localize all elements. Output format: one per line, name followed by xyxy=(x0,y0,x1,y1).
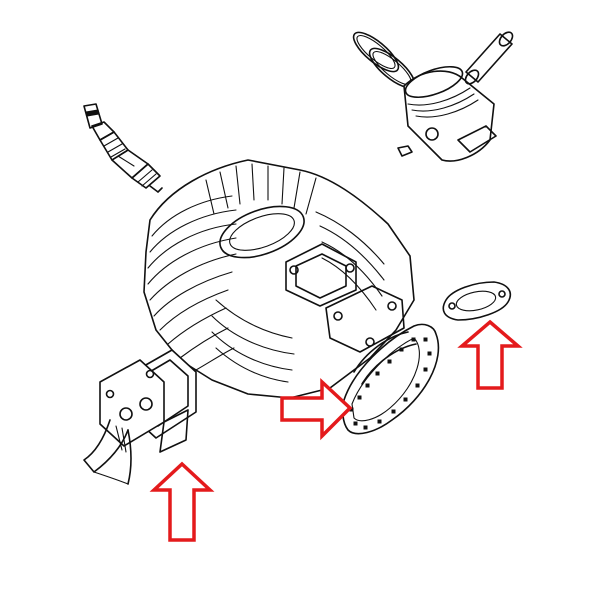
exhaust-gasket xyxy=(442,281,512,321)
piston-icon xyxy=(397,65,497,162)
arrow-up-icon xyxy=(149,461,215,542)
arrow-exhaust-gasket xyxy=(457,319,523,390)
arrow-intake-gasket xyxy=(280,377,353,441)
finned-cylinder-icon xyxy=(143,159,415,399)
arrow-reed-valve xyxy=(149,461,215,542)
arrow-right-icon xyxy=(280,377,353,441)
intake-gasket xyxy=(342,323,440,435)
arrow-up-icon xyxy=(457,319,523,390)
spark-plug-icon xyxy=(83,103,163,193)
reed-valve xyxy=(83,349,197,485)
piston-pin-icon xyxy=(464,31,514,85)
